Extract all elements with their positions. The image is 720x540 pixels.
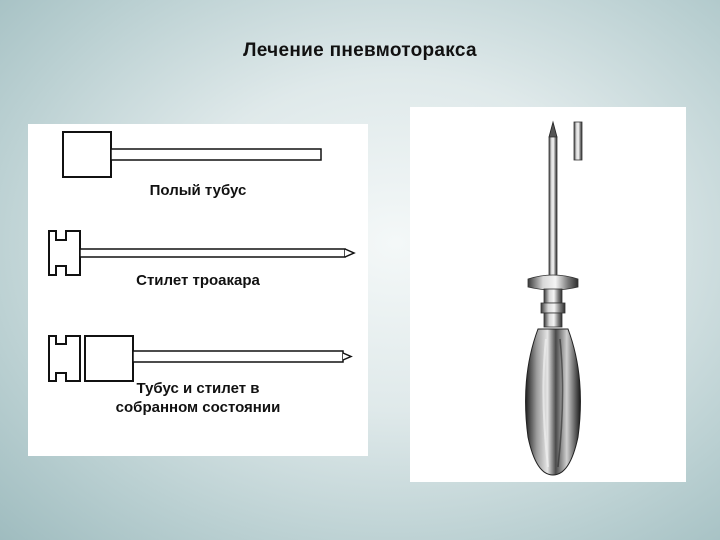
caption-hollow-tube: Полый тубус — [149, 182, 247, 199]
cannula-tip — [573, 121, 583, 161]
trocar-handle — [525, 312, 581, 476]
caption-assembled-line2: собранном состоянии — [115, 399, 281, 416]
handle-guard — [527, 274, 579, 314]
trocar-photo — [525, 120, 583, 476]
caption-trocar-stylet: Стилет троакара — [136, 272, 260, 289]
caption-assembled-line1: Тубус и стилет в — [136, 380, 260, 397]
caption-assembled: Тубус и стилет в собранном состоянии — [88, 379, 308, 417]
hollow-tube-drawing — [62, 131, 322, 178]
trocar-photo-panel — [410, 107, 686, 482]
trocar-diagram — [48, 131, 356, 382]
assembled-drawing — [48, 335, 353, 382]
stylet-shaft — [548, 120, 558, 278]
trocar-diagram-panel: Полый тубус Стилет троакара Тубус и стил… — [28, 124, 368, 456]
stylet-drawing — [48, 230, 356, 276]
slide-title: Лечение пневмоторакса — [243, 40, 477, 61]
